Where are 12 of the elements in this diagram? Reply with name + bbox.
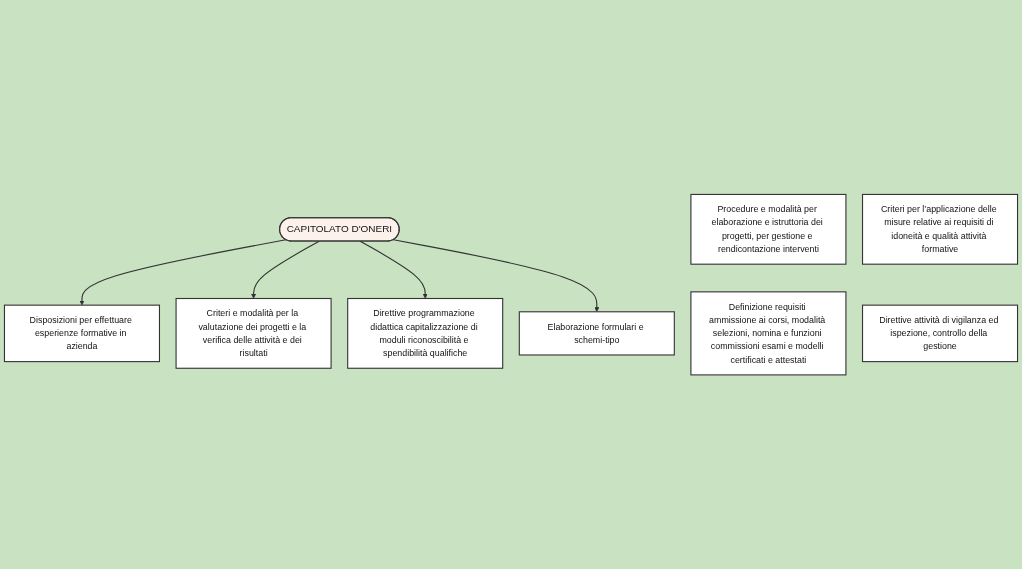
node-box: Direttive attività di vigilanza ed ispezione, controllo della gestione [861, 304, 1019, 362]
node-box: Elaborazione formulari e schemi-tipo [518, 311, 675, 356]
arrow [251, 240, 320, 299]
arrow [392, 239, 600, 312]
arrow [359, 240, 428, 299]
node-box: Criteri per l’applicazione delle misure relative ai requisiti di idoneità e qualità attività formative [861, 193, 1019, 265]
node-box: Disposizioni per effettuare esperienze formative in azienda [3, 304, 161, 362]
node-box: Direttive programmazione didattica capitalizzazione di moduli riconoscibilità e spendibilità qualifiche [347, 297, 504, 369]
arrow [79, 239, 287, 306]
node-box: Criteri e modalità per la valutazione dei progetti e la verifica delle attività e dei risultati [175, 297, 332, 369]
node-box: Definizione requisiti ammissione ai corsi, modalità selezioni, nomina e funzioni commissioni esami e modelli certificati e attestati [690, 291, 847, 376]
node-box: Procedure e modalità per elaborazione e istruttoria dei progetti, per gestione e rendicontazione interventi [690, 193, 847, 265]
